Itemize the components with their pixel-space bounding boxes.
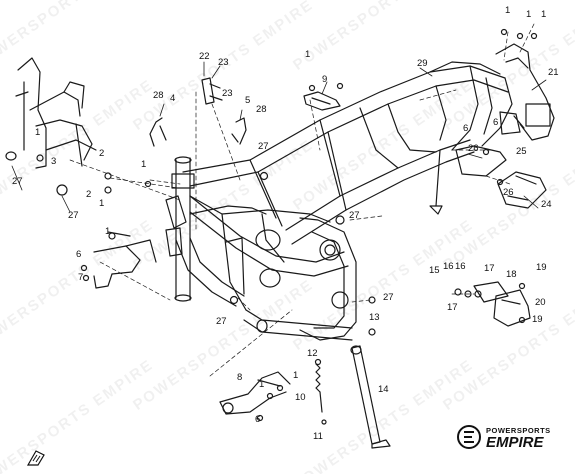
callout-leaders bbox=[11, 61, 547, 213]
footpeg-bracket bbox=[455, 145, 547, 209]
callout-1: 1 bbox=[259, 379, 265, 390]
callout-7: 7 bbox=[78, 272, 84, 283]
left-mid-bracket bbox=[93, 231, 157, 289]
corner-page-icon bbox=[26, 450, 45, 466]
front-left-bracket bbox=[5, 57, 97, 196]
callout-28: 28 bbox=[256, 104, 267, 115]
callout-6: 6 bbox=[255, 414, 261, 425]
callout-26: 26 bbox=[503, 187, 514, 198]
top-bracket-9 bbox=[303, 91, 341, 111]
callout-13: 13 bbox=[369, 312, 380, 323]
callout-21: 21 bbox=[548, 67, 559, 78]
callout-5: 5 bbox=[245, 95, 251, 106]
callout-19: 19 bbox=[532, 314, 543, 325]
callout-27: 27 bbox=[349, 210, 360, 221]
callout-27: 27 bbox=[383, 292, 394, 303]
callout-1: 1 bbox=[99, 198, 105, 209]
callout-17: 17 bbox=[447, 302, 458, 313]
callout-3: 3 bbox=[51, 156, 57, 167]
callout-18: 18 bbox=[506, 269, 517, 280]
callout-1: 1 bbox=[526, 9, 532, 20]
frame-main bbox=[165, 61, 513, 341]
callout-25: 25 bbox=[516, 146, 527, 157]
callout-15: 15 bbox=[429, 265, 440, 276]
wire-clip-left bbox=[149, 117, 247, 147]
callout-27: 27 bbox=[216, 316, 227, 327]
callout-16: 16 bbox=[455, 261, 466, 272]
callout-1: 1 bbox=[105, 226, 111, 237]
callout-28: 28 bbox=[153, 90, 164, 101]
callout-1: 1 bbox=[305, 49, 311, 60]
callout-12: 12 bbox=[307, 348, 318, 359]
sidestand-14 bbox=[350, 345, 391, 449]
callout-6: 6 bbox=[493, 117, 499, 128]
callout-8: 8 bbox=[237, 372, 243, 383]
brand-logo: POWERSPORTS EMPIRE bbox=[456, 423, 568, 453]
callout-29: 29 bbox=[417, 58, 428, 69]
callout-22: 22 bbox=[199, 51, 210, 62]
lower-bracket-8 bbox=[219, 371, 291, 415]
side-bracket-18 bbox=[473, 281, 531, 327]
callout-14: 14 bbox=[378, 384, 389, 395]
callout-1: 1 bbox=[293, 370, 299, 381]
callout-1: 1 bbox=[541, 9, 547, 20]
callout-27: 27 bbox=[258, 141, 269, 152]
callout-17: 17 bbox=[484, 263, 495, 274]
callout-27: 27 bbox=[68, 210, 79, 221]
callout-16: 16 bbox=[443, 261, 454, 272]
fasteners bbox=[36, 28, 538, 425]
callout-6: 6 bbox=[76, 249, 82, 260]
callout-1: 1 bbox=[505, 5, 511, 16]
callout-11: 11 bbox=[313, 431, 323, 442]
callout-6: 6 bbox=[463, 123, 469, 134]
rear-bracket-21 bbox=[495, 43, 555, 141]
callout-9: 9 bbox=[322, 74, 328, 85]
fuse-bracket bbox=[201, 77, 223, 105]
callout-26: 26 bbox=[468, 143, 479, 154]
brand-emblem-icon bbox=[457, 425, 481, 449]
brand-logo-main: EMPIRE bbox=[486, 434, 544, 451]
callout-2: 2 bbox=[99, 148, 105, 159]
callout-2: 2 bbox=[86, 189, 92, 200]
callout-4: 4 bbox=[170, 93, 176, 104]
callout-1: 1 bbox=[141, 159, 147, 170]
callout-19: 19 bbox=[536, 262, 547, 273]
callout-23: 23 bbox=[218, 57, 229, 68]
callout-10: 10 bbox=[295, 392, 306, 403]
brand-logo-top: POWERSPORTS bbox=[486, 426, 551, 435]
callout-1: 1 bbox=[35, 127, 41, 138]
callout-20: 20 bbox=[535, 297, 546, 308]
callout-24: 24 bbox=[541, 199, 552, 210]
spring-12 bbox=[315, 363, 323, 413]
callout-23: 23 bbox=[222, 88, 233, 99]
callout-27: 27 bbox=[12, 176, 23, 187]
